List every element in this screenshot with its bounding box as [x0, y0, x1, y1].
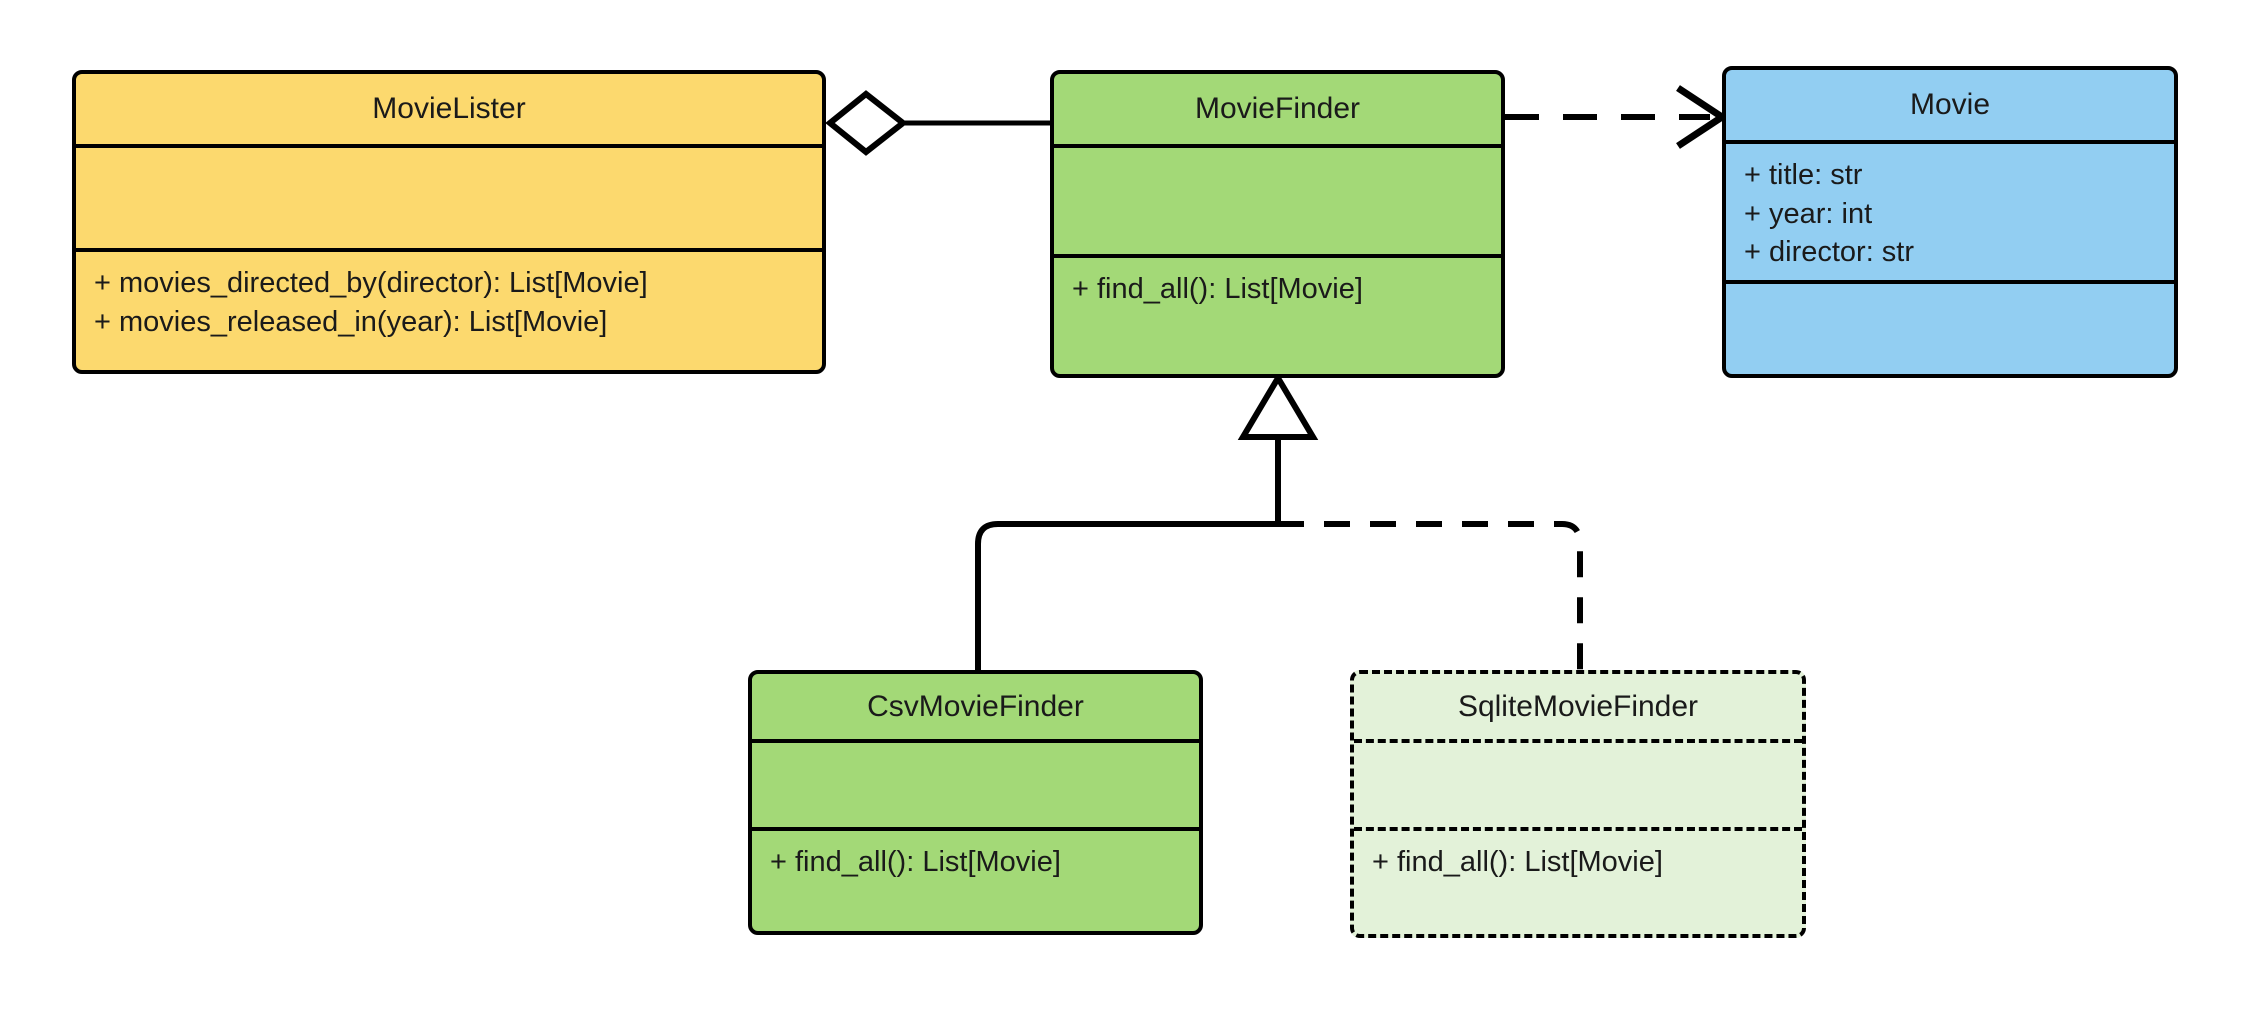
csv-inheritance-line — [975, 521, 1278, 670]
method-item: + movies_released_in(year): List[Movie] — [94, 305, 608, 338]
method-item: + find_all(): List[Movie] — [770, 846, 1061, 878]
sqlite-inheritance-line — [1278, 521, 1583, 670]
attribute-item: + director: str — [1744, 236, 1915, 269]
class-name-compartment: Movie — [1726, 70, 2174, 140]
method-item: + movies_directed_by(director): List[Mov… — [94, 267, 648, 299]
class-title: MovieLister — [372, 92, 526, 125]
class-box-movielister[interactable]: MovieLister + movies_directed_by(directo… — [72, 70, 826, 374]
class-title: Movie — [1909, 88, 1991, 121]
class-box-moviefinder[interactable]: MovieFinder + find_all(): List[Movie] — [1050, 70, 1505, 378]
class-box-movie[interactable]: Movie + title: str + year: int + directo… — [1722, 66, 2178, 378]
hollow-triangle-icon — [1237, 372, 1319, 440]
attributes-compartment — [1354, 739, 1802, 827]
relation-inheritance-csv-finder[interactable] — [975, 521, 1278, 670]
attributes-compartment: + title: str + year: int + director: str — [1726, 140, 2174, 280]
attributes-compartment — [752, 739, 1199, 827]
methods-compartment: + find_all(): List[Movie] — [1354, 827, 1802, 934]
methods-compartment — [1726, 280, 2174, 374]
relation-aggregation-lister-finder[interactable] — [825, 90, 1050, 156]
method-item: + find_all(): List[Movie] — [1372, 846, 1663, 878]
relation-inheritance-sqlite-finder[interactable] — [1278, 521, 1583, 670]
class-name-compartment: SqliteMovieFinder — [1354, 674, 1802, 739]
class-title: MovieFinder — [1194, 92, 1361, 125]
method-item: + find_all(): List[Movie] — [1072, 273, 1363, 305]
class-name-compartment: MovieFinder — [1054, 74, 1501, 144]
methods-compartment: + movies_directed_by(director): List[Mov… — [76, 248, 822, 370]
class-box-sqlitemoviefinder[interactable]: SqliteMovieFinder + find_all(): List[Mov… — [1350, 670, 1806, 938]
attribute-item: + title: str — [1744, 159, 1863, 191]
relation-inheritance-tree — [1237, 372, 1319, 524]
methods-compartment: + find_all(): List[Movie] — [1054, 254, 1501, 374]
class-name-compartment: CsvMovieFinder — [752, 674, 1199, 739]
hollow-diamond-icon — [825, 90, 908, 156]
attributes-compartment — [76, 144, 822, 248]
attribute-item: + year: int — [1744, 197, 1873, 230]
relation-dependency-finder-movie[interactable] — [1505, 85, 1729, 149]
open-arrowhead-icon — [1676, 85, 1729, 149]
attributes-compartment — [1054, 144, 1501, 254]
class-box-csvmoviefinder[interactable]: CsvMovieFinder + find_all(): List[Movie] — [748, 670, 1203, 935]
class-title: SqliteMovieFinder — [1457, 689, 1699, 723]
class-name-compartment: MovieLister — [76, 74, 822, 144]
methods-compartment: + find_all(): List[Movie] — [752, 827, 1199, 931]
class-title: CsvMovieFinder — [867, 689, 1084, 723]
